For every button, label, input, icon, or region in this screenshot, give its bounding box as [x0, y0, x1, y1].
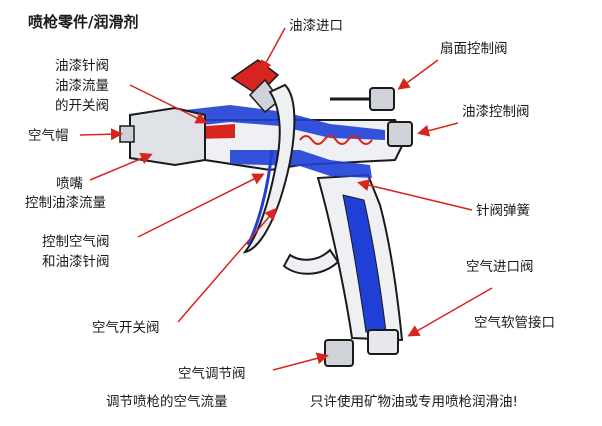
leader-air-inlet	[407, 287, 493, 337]
leader-paint-needle	[129, 84, 208, 124]
paint-control-knob	[387, 121, 413, 147]
leader-fan-control	[397, 59, 439, 90]
label-nozzle-line1: 喷嘴	[56, 176, 83, 192]
label-nozzle-line2: 控制油漆流量	[25, 195, 106, 211]
diagram-title: 喷枪零件/润滑剂	[28, 13, 139, 31]
label-needle-spring: 针阀弹簧	[476, 203, 530, 219]
label-paint-inlet: 油漆进口	[289, 18, 343, 34]
air-adjust-knob	[324, 339, 354, 367]
leader-nozzle	[89, 152, 153, 181]
leader-air-paint	[137, 173, 265, 238]
leader-needle-spring	[357, 179, 473, 211]
nozzle-tip	[119, 125, 135, 143]
label-air-paint-line2: 和油漆针阀	[42, 254, 110, 270]
gun-trigger	[242, 83, 296, 254]
label-air-adjust-line2: 调节喷枪的空气流量	[106, 394, 228, 410]
leader-air-cap	[79, 128, 123, 141]
label-air-switch: 空气开关阀	[92, 320, 160, 336]
label-air-cap: 空气帽	[28, 128, 69, 144]
leader-paint-control	[417, 122, 459, 137]
label-air-adjust-line1: 空气调节阀	[178, 366, 246, 382]
label-paint-needle-line3: 的开关阀	[55, 98, 109, 114]
label-paint-control: 油漆控制阀	[462, 104, 530, 120]
leader-air-switch	[177, 207, 277, 323]
label-paint-needle-line2: 油漆流量	[55, 78, 109, 94]
leader-air-adjust	[272, 352, 329, 371]
needle-spring	[299, 135, 373, 145]
fan-control-knob	[369, 87, 395, 111]
label-hose-connector: 空气软管接口	[474, 315, 555, 331]
label-air-inlet-valve: 空气进口阀	[466, 259, 534, 275]
blue-air-channel-lower	[230, 150, 372, 178]
gun-hook	[282, 248, 340, 275]
label-air-paint-line1: 控制空气阀	[42, 234, 110, 250]
label-fan-control: 扇面控制阀	[440, 41, 508, 57]
lubricant-note: 只许使用矿物油或专用喷枪润滑油!	[310, 394, 518, 410]
label-paint-needle-line1: 油漆针阀	[55, 58, 109, 74]
hose-connector	[367, 329, 399, 355]
leader-paint-inlet	[260, 27, 286, 73]
